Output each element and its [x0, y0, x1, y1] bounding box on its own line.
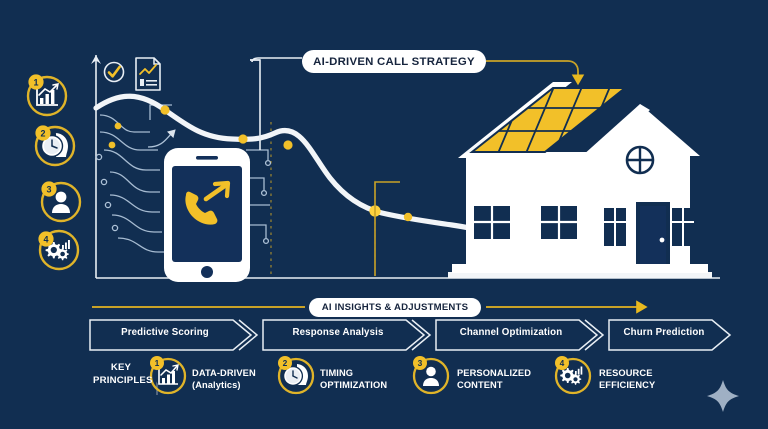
stage-label-2: Response Analysis	[292, 327, 384, 338]
stage-label-4: Churn Prediction	[623, 327, 705, 338]
sidebar-item-3[interactable]: 3	[40, 181, 82, 223]
key-principles-heading-line1: KEY	[110, 362, 132, 373]
title-banner: AI-DRIVEN CALL STRATEGY	[302, 50, 486, 73]
sidebar-badge-number: 2	[40, 128, 45, 138]
key-principle-icon-2[interactable]: 2	[277, 356, 315, 395]
circuit-connectors	[99, 104, 270, 253]
ai-insights-label: AI INSIGHTS & ADJUSTMENTS	[321, 302, 469, 313]
user-person-icon	[423, 366, 439, 386]
gears-chart-icon	[45, 240, 70, 261]
key-principles-heading-line2: PRINCIPLES	[93, 374, 153, 386]
key-principle-label-2-line1: TIMING	[320, 368, 354, 378]
house-with-solar-panels-icon	[448, 82, 712, 278]
house-door	[636, 202, 670, 272]
key-principle-icon-4[interactable]: 4	[554, 356, 592, 395]
data-point-3	[283, 140, 293, 150]
document-chart-icon	[135, 57, 161, 91]
clock-head-icon	[40, 133, 68, 158]
chevron-stage-2	[262, 319, 426, 351]
bar-chart-growth-icon	[158, 364, 179, 385]
key-principle-label-3-line2: CONTENT	[457, 379, 503, 390]
key-principle-icon-3[interactable]: 3	[412, 356, 450, 395]
key-principle-icon-1[interactable]: 1	[149, 356, 187, 395]
key-principle-label-3: PERSONALIZED CONTENT	[457, 368, 531, 391]
circuit-small-arrow	[147, 129, 176, 148]
sidebar-item-4[interactable]: 4	[38, 229, 80, 271]
key-principle-label-4-line2: EFFICIENCY	[599, 379, 656, 390]
sidebar-item-2[interactable]: 2	[34, 125, 76, 167]
smartphone-illustration	[164, 148, 250, 282]
data-point-callout	[374, 181, 400, 276]
key-principle-badge-number: 1	[155, 358, 160, 368]
title-connectors	[250, 57, 585, 150]
house-window	[470, 206, 514, 244]
key-principle-badge-number: 3	[418, 358, 423, 368]
key-principle-label-2: TIMING OPTIMIZATION	[320, 368, 387, 391]
sidebar-item-1[interactable]: 1	[26, 74, 68, 117]
chevron-separator-3	[584, 319, 605, 351]
sidebar-badge-number: 1	[33, 77, 38, 87]
gears-chart-icon	[560, 366, 583, 385]
key-principles-heading: KEY PRINCIPLES	[93, 362, 153, 387]
house-window	[604, 208, 626, 246]
connector-dots	[108, 122, 122, 149]
key-principle-label-1-line2: (Analytics)	[192, 379, 241, 390]
key-principle-label-4: RESOURCE EFFICIENCY	[599, 368, 655, 391]
key-principle-label-2-line2: OPTIMIZATION	[320, 379, 388, 390]
chevron-stage-4	[608, 319, 732, 351]
user-person-icon	[52, 191, 70, 213]
chevron-separator-1	[238, 319, 259, 351]
stage-label-3: Channel Optimization	[459, 327, 563, 338]
check-circle-icon	[103, 61, 125, 83]
process-chevrons	[89, 319, 732, 351]
chevron-separator-2	[411, 319, 432, 351]
data-point-5	[403, 212, 413, 222]
data-point-1	[160, 105, 170, 115]
key-principle-label-3-line1: PERSONALIZED	[457, 368, 532, 378]
key-principle-badge-number: 2	[283, 358, 288, 368]
stage-label-1: Predictive Scoring	[121, 327, 209, 338]
house-window	[672, 208, 694, 246]
sidebar-badge-number: 4	[43, 234, 48, 244]
data-point-2	[238, 134, 248, 144]
page-title: AI-DRIVEN CALL STRATEGY	[313, 55, 475, 68]
sidebar-badge-number: 3	[46, 184, 51, 194]
key-principle-label-1-line1: DATA-DRIVEN	[192, 368, 256, 378]
key-principle-badge-number: 4	[560, 358, 565, 368]
ai-insights-banner: AI INSIGHTS & ADJUSTMENTS	[309, 298, 481, 317]
house-window	[537, 206, 581, 244]
key-principle-label-1: DATA-DRIVEN (Analytics)	[192, 368, 256, 391]
outgoing-call-icon	[185, 180, 231, 225]
clock-head-icon	[282, 364, 308, 387]
chevron-stage-1	[89, 319, 253, 351]
key-principle-label-4-line1: RESOURCE	[599, 368, 653, 378]
chevron-stage-3	[435, 319, 599, 351]
circuit-connector-nodes	[95, 153, 272, 245]
bar-chart-growth-icon	[36, 83, 59, 106]
sparkle-star-icon	[707, 380, 739, 412]
